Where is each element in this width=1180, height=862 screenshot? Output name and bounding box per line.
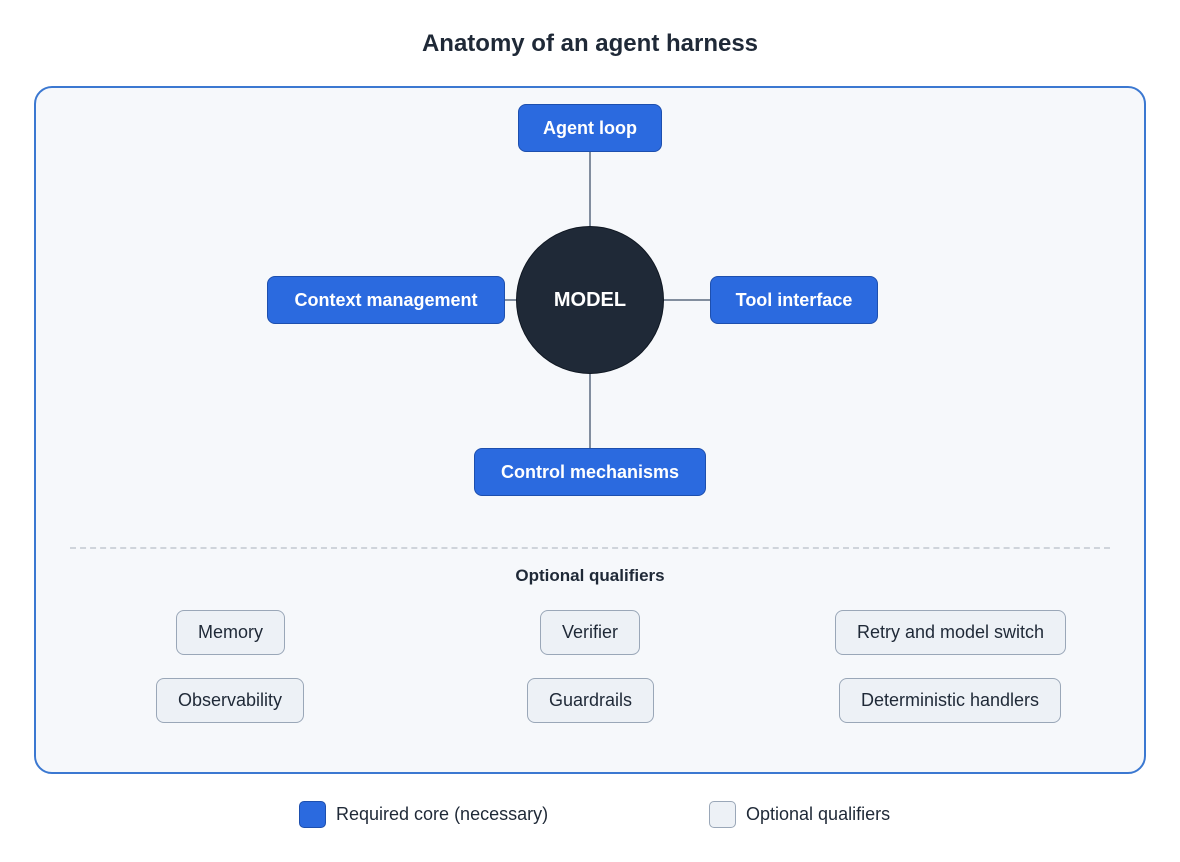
section-divider (70, 547, 1110, 549)
legend-optional-label: Optional qualifiers (746, 804, 891, 824)
legend-core-swatch (299, 801, 326, 828)
verifier-qualifier: Verifier (540, 610, 640, 655)
deterministic-handlers-qualifier: Deterministic handlers (839, 678, 1061, 723)
guardrails-qualifier: Guardrails (527, 678, 654, 723)
control-mechanisms-node: Control mechanisms (474, 448, 706, 496)
diagram-title: Anatomy of an agent harness (421, 30, 759, 57)
agent-loop-node: Agent loop (518, 104, 662, 152)
observability-qualifier: Observability (156, 678, 304, 723)
model-node: MODEL (516, 226, 664, 374)
context-management-node: Context management (267, 276, 505, 324)
optional-qualifiers-heading: Optional qualifiers (515, 566, 665, 585)
legend-core-label: Required core (necessary) (336, 804, 549, 824)
retry-model-switch-qualifier: Retry and model switch (835, 610, 1066, 655)
tool-interface-node: Tool interface (710, 276, 878, 324)
memory-qualifier: Memory (176, 610, 285, 655)
legend-optional-swatch (709, 801, 736, 828)
